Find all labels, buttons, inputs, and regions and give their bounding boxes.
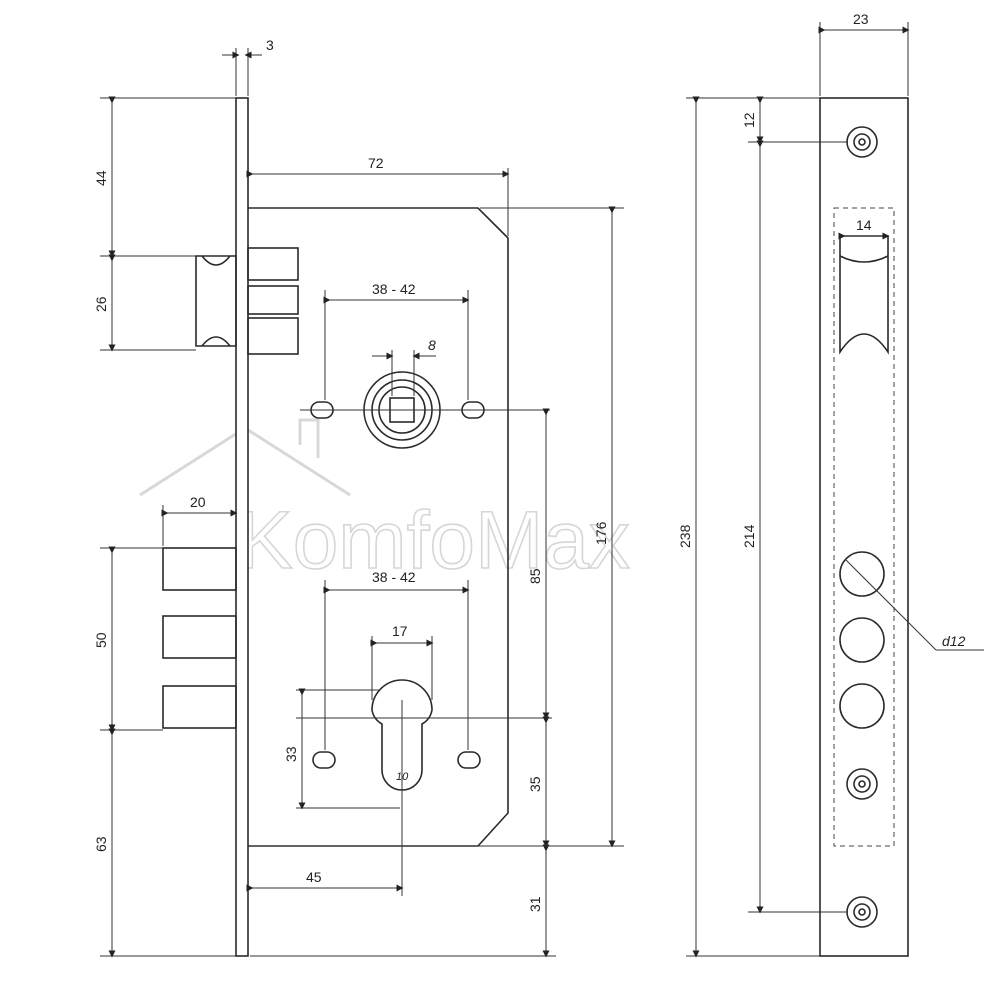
dim-label-214: 214: [741, 524, 757, 548]
dim-label-8: 8: [428, 337, 436, 353]
dim-label-85: 85: [527, 568, 543, 584]
dim-label-12: 12: [741, 112, 757, 128]
dim-label-20: 20: [190, 494, 206, 510]
dim-label-50: 50: [93, 632, 109, 648]
dim-label-14: 14: [856, 217, 872, 233]
dim-label-d12: d12: [942, 633, 966, 649]
dim-label-72: 72: [368, 155, 384, 171]
case-outline-dashed: [833, 207, 895, 847]
front-view-dimension-labels: 23 12 14 214 238 d12: [677, 11, 966, 649]
side-view-dimension-labels: 3 72 44 26 20 50 63 38 - 42 8 38 - 42 17…: [93, 37, 609, 912]
dim-label-35: 35: [527, 776, 543, 792]
deadbolt-holes: [839, 551, 885, 729]
dim-label-26: 26: [93, 296, 109, 312]
dim-label-44: 44: [93, 170, 109, 186]
dim-label-17: 17: [392, 623, 408, 639]
dim-label-3: 3: [266, 37, 274, 53]
side-view-dimension-lines: [100, 48, 624, 958]
screw-hole-middle: [846, 768, 878, 800]
latch-bolt: [195, 247, 299, 355]
lock-body-side-view: 3 72 44 26 20 50 63 38 - 42 8 38 - 42 17…: [93, 37, 624, 958]
front-view-dimension-lines: [686, 22, 984, 958]
dim-label-31: 31: [527, 896, 543, 912]
front-faceplate: [819, 97, 909, 957]
watermark: KomfoMax: [139, 418, 631, 587]
faceplate-front-view: 23 12 14 214 238 d12: [677, 11, 984, 958]
deadbolts: [162, 547, 237, 729]
dim-label-45: 45: [306, 869, 322, 885]
cylinder-keyhole: [312, 679, 481, 791]
dim-label-238: 238: [677, 524, 693, 548]
dim-label-38-42-top: 38 - 42: [372, 281, 416, 297]
watermark-text: KomfoMax: [238, 495, 630, 586]
latch-window: [839, 235, 889, 355]
faceplate: [235, 97, 249, 957]
dim-label-33: 33: [283, 746, 299, 762]
dim-label-23: 23: [853, 11, 869, 27]
dim-label-176: 176: [593, 521, 609, 545]
dim-label-38-42-bottom: 38 - 42: [372, 569, 416, 585]
dim-label-10: 10: [396, 771, 409, 783]
dim-label-63: 63: [93, 836, 109, 852]
